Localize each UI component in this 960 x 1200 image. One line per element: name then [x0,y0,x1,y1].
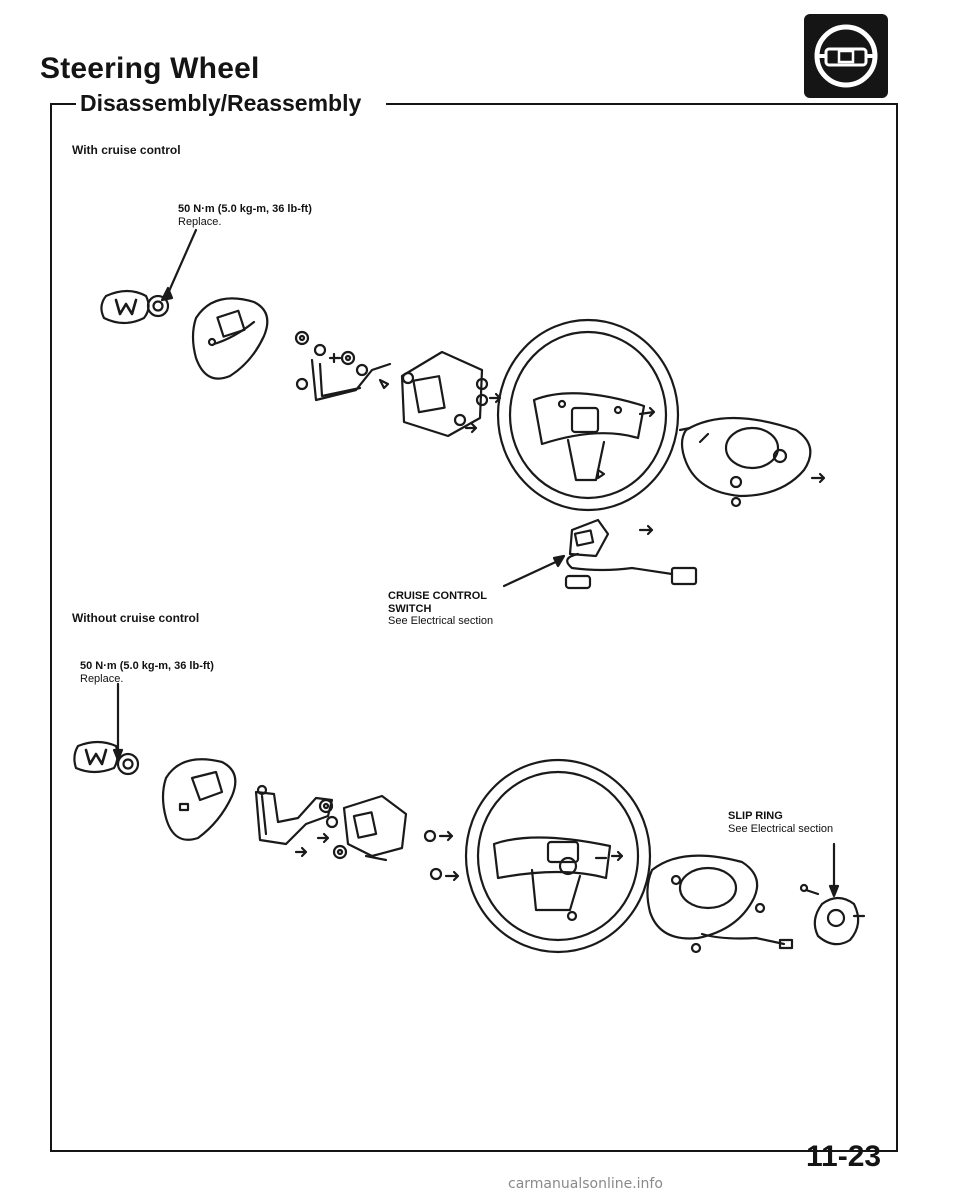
slip-ring-label: SLIP RING [728,810,783,822]
without-cruise-torque-note: Replace. [80,672,124,685]
small-parts-bottom [316,794,460,882]
slip-ring [799,842,866,946]
cruise-switch-assembly [502,518,698,590]
bottom-assembly [73,682,866,954]
with-cruise-torque-note: Replace. [178,215,222,228]
page-title: Steering Wheel [40,52,260,85]
section-title: Disassembly/Reassembly [80,90,362,116]
frame-rule-right [386,103,896,105]
bracket-bottom [254,784,334,858]
switch-bracket-top [400,350,502,438]
without-cruise-torque-value: 50 N·m (5.0 kg-m, 36 lb-ft) [80,660,214,672]
slip-ring-note: See Electrical section [728,822,834,835]
watermark: carmanualsonline.info [508,1176,663,1192]
emblem-bottom [73,740,119,774]
with-cruise-torque-spec: 50 N·m (5.0 kg-m, 36 lb-ft) Replace. [178,203,312,228]
slip-ring-callout: SLIP RING See Electrical section [728,810,833,835]
without-cruise-torque-spec: 50 N·m (5.0 kg-m, 36 lb-ft) Replace. [80,660,214,685]
steering-wheel-bottom [464,758,652,954]
cruise-switch-label-line1: CRUISE CONTROL [388,590,487,602]
steering-wheel-top [496,318,680,512]
cruise-switch-note: See Electrical section [388,615,494,628]
top-assembly [100,228,826,590]
rear-cover-top [678,416,826,508]
without-cruise-heading: Without cruise control [72,611,200,625]
with-cruise-torque-value: 50 N·m (5.0 kg-m, 36 lb-ft) [178,203,312,215]
horn-pad-top [191,297,269,380]
emblem-top [100,289,150,325]
page-number: 11-23 [806,1140,882,1173]
frame-rule-left [50,103,76,105]
diagram-frame [50,103,898,1152]
exploded-view-diagram [73,228,866,954]
nut-bottom [116,752,140,776]
steering-wheel-icon [804,14,888,98]
small-parts-top [294,330,392,402]
with-cruise-heading: With cruise control [72,143,181,157]
horn-pad-bottom [161,758,237,841]
rear-cover-bottom [646,854,794,954]
cruise-switch-label-line2: SWITCH [388,602,432,615]
nut-top [146,294,170,318]
cruise-switch-callout: CRUISE CONTROL SWITCH See Electrical sec… [388,590,493,628]
